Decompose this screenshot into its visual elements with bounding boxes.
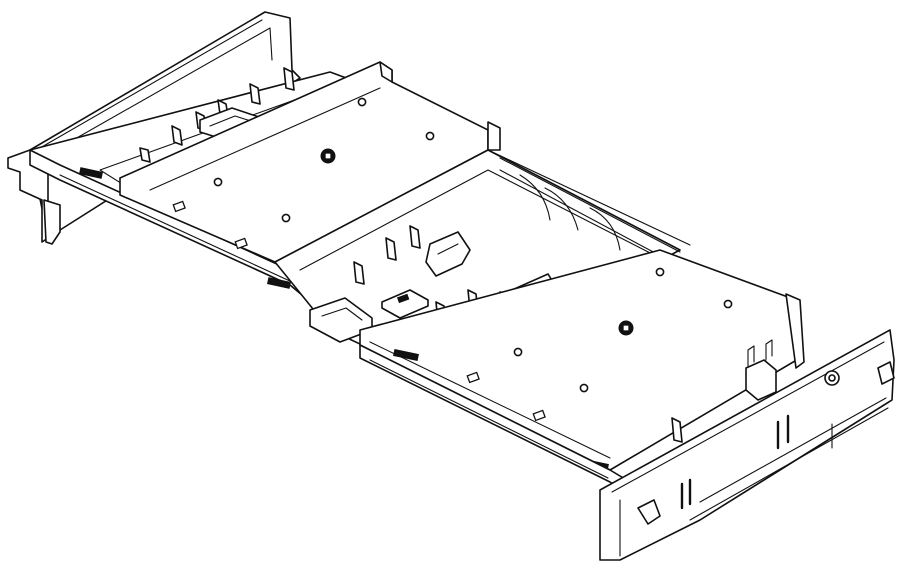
latch-clip-icon <box>637 361 895 525</box>
round-boss-icon <box>513 267 733 393</box>
round-boss-icon <box>213 97 435 223</box>
front-end-panel <box>359 329 895 561</box>
round-boss-icon <box>824 370 840 386</box>
square-slot-icon <box>466 371 546 422</box>
gear-mark-icon <box>618 320 634 336</box>
square-slot-icon <box>381 289 429 319</box>
latch-clip-icon <box>425 231 471 277</box>
gear-mark-icon <box>320 148 336 164</box>
vent-grille-icon <box>79 167 291 289</box>
square-slot-icon <box>172 200 248 250</box>
middle-cover-plate <box>79 61 501 289</box>
